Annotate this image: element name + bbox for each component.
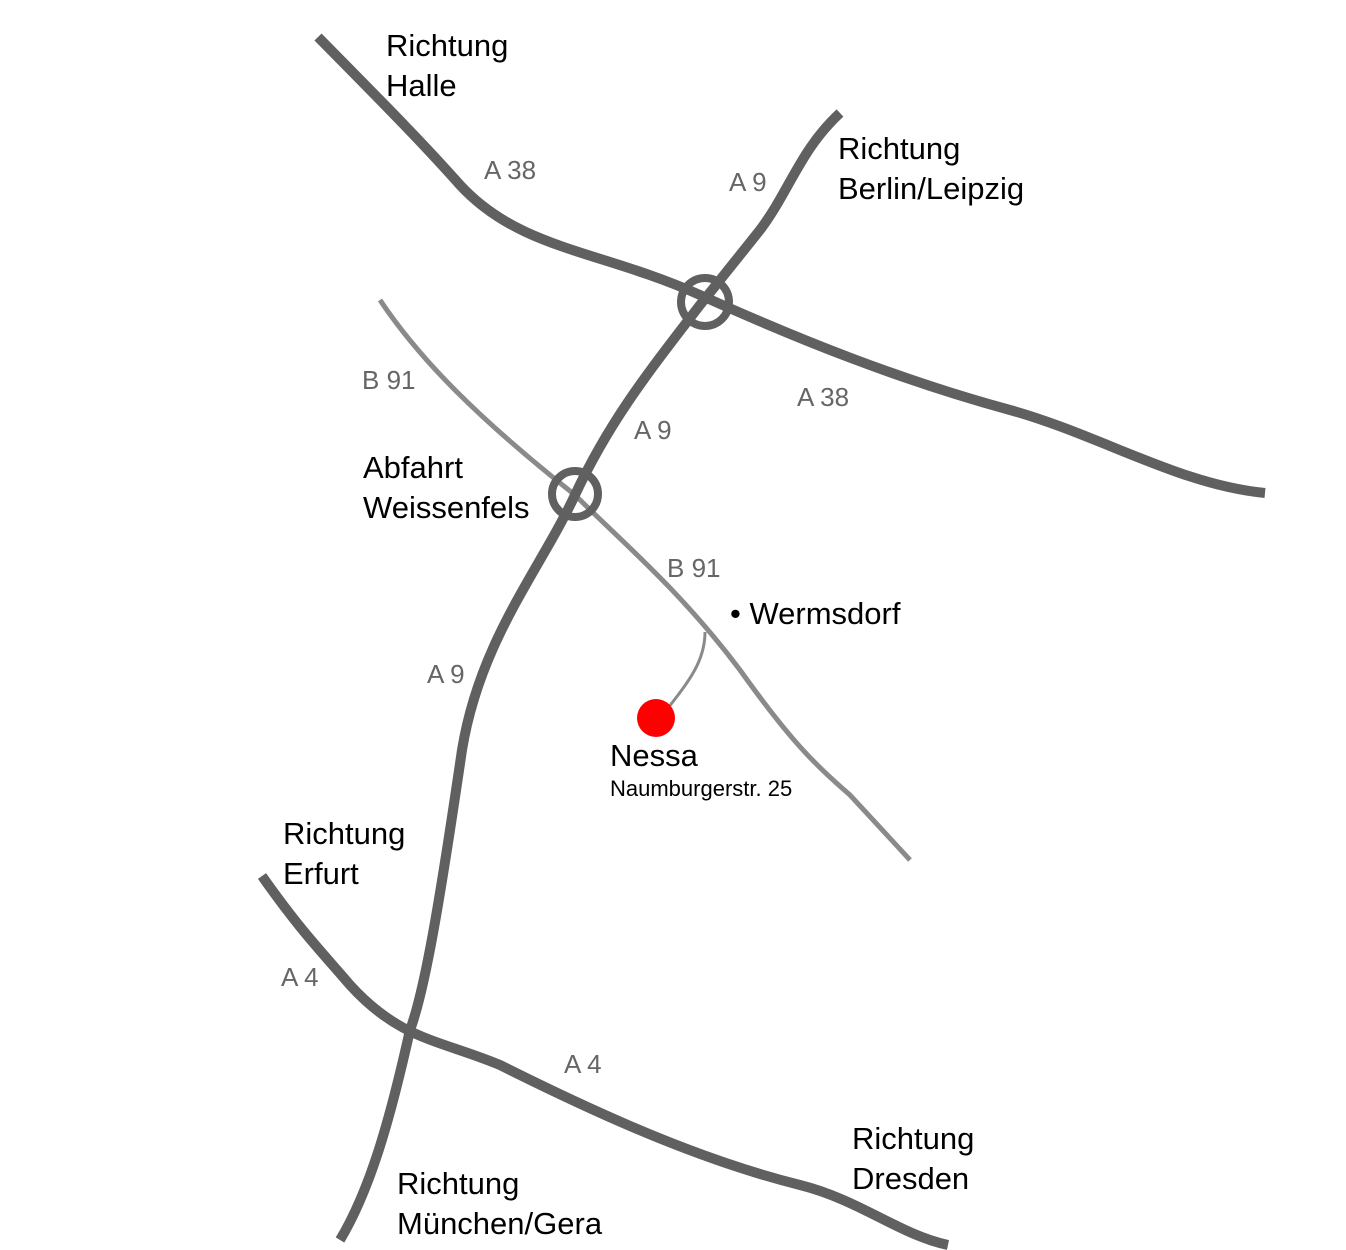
access-road-nessa xyxy=(666,631,707,709)
town-wermsdorf: • Wermsdorf xyxy=(730,596,901,631)
direction-label: Richtung xyxy=(283,816,406,851)
road-b91 xyxy=(377,298,912,862)
exit-weissenfels: Abfahrt Weissenfels xyxy=(363,448,530,528)
interchange-weissenfels xyxy=(548,467,602,521)
road-label-a9-north: A 9 xyxy=(729,167,767,197)
direction-dresden: Richtung Dresden xyxy=(852,1119,974,1199)
direction-muenchen-gera: Richtung München/Gera xyxy=(397,1164,602,1244)
road-label-a9-mid: A 9 xyxy=(634,415,672,445)
direction-city: München/Gera xyxy=(397,1206,603,1241)
direction-erfurt: Richtung Erfurt xyxy=(283,814,405,894)
direction-label: Richtung xyxy=(838,131,961,166)
road-label-b91-south: B 91 xyxy=(667,553,721,583)
direction-city: Erfurt xyxy=(283,856,359,891)
exit-name: Weissenfels xyxy=(363,490,530,525)
direction-city: Dresden xyxy=(852,1161,970,1196)
road-a9 xyxy=(335,109,844,1243)
road-a4 xyxy=(257,873,950,1250)
interchange-a38-a9 xyxy=(677,274,733,330)
exit-label: Abfahrt xyxy=(363,450,463,485)
road-label-b91-north: B 91 xyxy=(362,365,416,395)
destination-name: Nessa xyxy=(610,738,698,773)
road-label-a4-west: A 4 xyxy=(281,962,319,992)
direction-city: Halle xyxy=(386,68,457,103)
destination-address: Naumburgerstr. 25 xyxy=(610,776,793,801)
road-label-a9-south: A 9 xyxy=(427,659,465,689)
direction-label: Richtung xyxy=(397,1166,520,1201)
direction-berlin-leipzig: Richtung Berlin/Leipzig xyxy=(838,129,1024,209)
direction-city: Berlin/Leipzig xyxy=(838,171,1025,206)
direction-label: Richtung xyxy=(852,1121,975,1156)
direction-halle: Richtung Halle xyxy=(386,26,508,106)
destination-marker xyxy=(637,699,675,737)
road-label-a4-east: A 4 xyxy=(564,1049,602,1079)
road-label-a38-west: A 38 xyxy=(484,155,537,185)
road-label-a38-east: A 38 xyxy=(797,382,850,412)
direction-label: Richtung xyxy=(386,28,509,63)
road-a38 xyxy=(314,33,1266,498)
